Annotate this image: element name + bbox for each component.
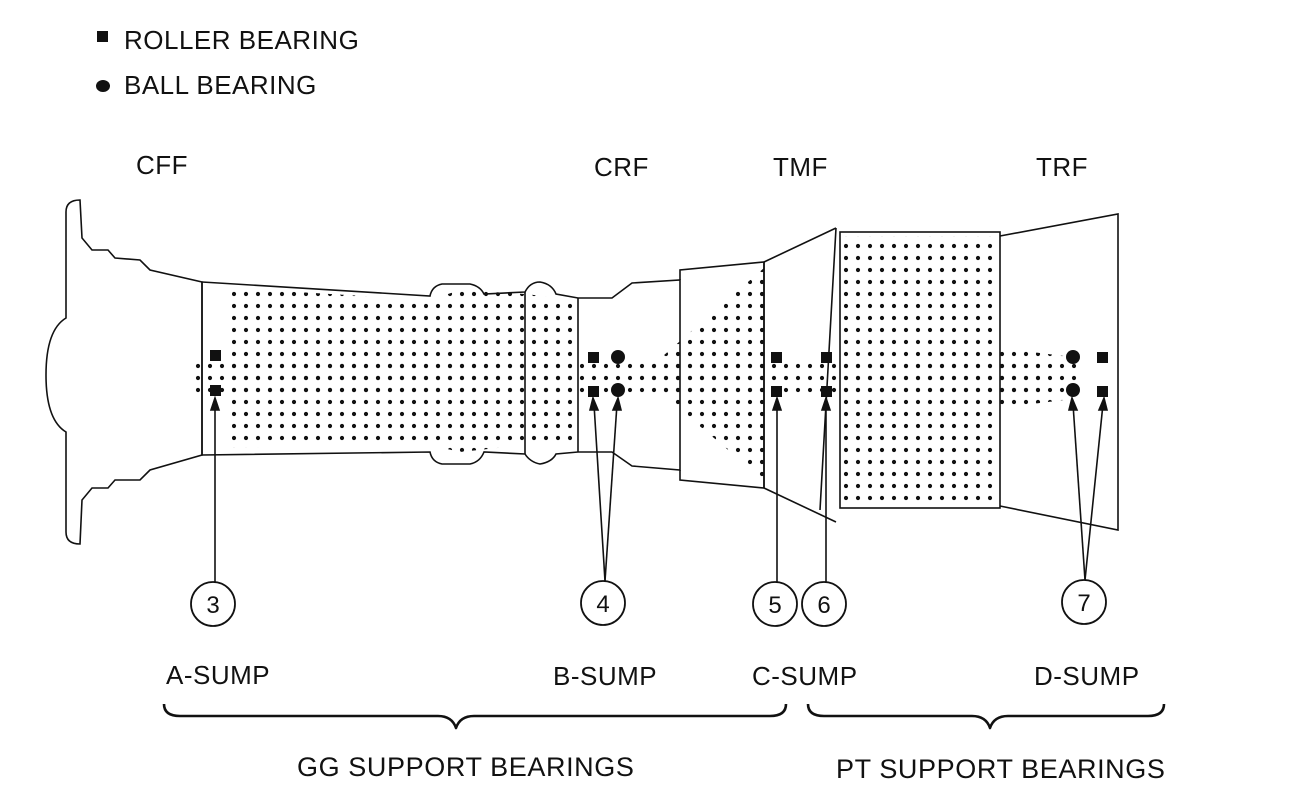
frame-labels: CFF CRF TMF TRF <box>136 150 1088 182</box>
leader-4a <box>593 403 606 582</box>
callout-circle-3 <box>190 581 236 627</box>
sump-label-d: D-SUMP <box>1034 661 1140 691</box>
legend-roller-label: ROLLER BEARING <box>124 25 359 55</box>
bearing-7-upper-roller-icon <box>1097 352 1108 363</box>
bearing-callouts: 3 4 5 6 7 <box>190 579 1107 627</box>
group-label-gg: GG SUPPORT BEARINGS <box>297 752 634 782</box>
legend-ball-label: BALL BEARING <box>124 70 317 100</box>
group-labels: GG SUPPORT BEARINGS PT SUPPORT BEARINGS <box>297 752 1166 784</box>
bearing-5-upper-roller-icon <box>771 352 782 363</box>
leader-7a <box>1072 403 1086 581</box>
gg-brace <box>162 703 788 730</box>
bearing-4-upper-roller-icon <box>588 352 599 363</box>
bearing-6-lower-roller-icon <box>821 386 832 397</box>
arrowhead-6 <box>820 395 832 411</box>
callout-number-3: 3 <box>206 592 219 619</box>
trf-outline <box>999 213 1119 531</box>
power-turbine-shading <box>840 236 1000 504</box>
frame-label-trf: TRF <box>1036 152 1088 182</box>
bearing-4-lower-ball-icon <box>611 383 625 397</box>
bearing-7-lower-roller-icon <box>1097 386 1108 397</box>
arrowhead-7a <box>1067 395 1079 411</box>
leader-7b <box>1084 403 1104 581</box>
sump-label-c: C-SUMP <box>752 661 858 691</box>
arrowhead-4b <box>611 395 623 411</box>
frame-label-cff: CFF <box>136 150 188 180</box>
arrowhead-7b <box>1097 395 1109 411</box>
tmf-outline <box>763 227 837 523</box>
bearing-3-lower-roller-icon <box>210 385 221 396</box>
arrowhead-4a <box>588 395 600 411</box>
callout-circle-6 <box>801 581 847 627</box>
leader-lines <box>209 395 1109 582</box>
bearing-6-upper-roller-icon <box>821 352 832 363</box>
bearing-4-upper-ball-icon <box>611 350 625 364</box>
front-frame-outline <box>45 199 203 545</box>
callout-number-7: 7 <box>1077 590 1090 617</box>
tail-cone-shading <box>1000 348 1080 408</box>
callout-circle-5 <box>752 581 798 627</box>
callout-circle-7 <box>1061 579 1107 625</box>
callout-number-4: 4 <box>596 591 609 618</box>
frame-label-crf: CRF <box>594 152 649 182</box>
bearing-4-lower-roller-icon <box>588 386 599 397</box>
power-turbine-outline <box>839 231 1001 509</box>
callout-number-5: 5 <box>768 592 781 619</box>
group-braces <box>162 703 1166 730</box>
sump-label-a: A-SUMP <box>166 660 270 690</box>
engine-shading <box>190 236 1080 504</box>
group-label-pt: PT SUPPORT BEARINGS <box>836 754 1166 784</box>
bearing-7-lower-ball-icon <box>1066 383 1080 397</box>
compressor-casing-outline <box>201 279 681 471</box>
arrowhead-3 <box>209 395 221 411</box>
frame-label-tmf: TMF <box>773 152 828 182</box>
engine-outline <box>45 199 1119 545</box>
roller-bearing-legend-icon <box>97 31 108 42</box>
sump-labels: A-SUMP B-SUMP C-SUMP D-SUMP <box>166 660 1140 691</box>
leader-4b <box>604 403 618 582</box>
bearing-3-upper-roller-icon <box>210 350 221 361</box>
arrowhead-5 <box>771 395 783 411</box>
sump-label-b: B-SUMP <box>553 661 657 691</box>
callout-circle-4 <box>580 580 626 626</box>
hp-turbine-cone-shading <box>640 268 764 480</box>
bearings <box>210 350 1108 397</box>
bearing-7-upper-ball-icon <box>1066 350 1080 364</box>
bearing-5-lower-roller-icon <box>771 386 782 397</box>
pt-brace <box>806 703 1166 730</box>
legend: ROLLER BEARING BALL BEARING <box>96 25 359 100</box>
ball-bearing-legend-icon <box>96 80 110 92</box>
callout-number-6: 6 <box>817 592 830 619</box>
